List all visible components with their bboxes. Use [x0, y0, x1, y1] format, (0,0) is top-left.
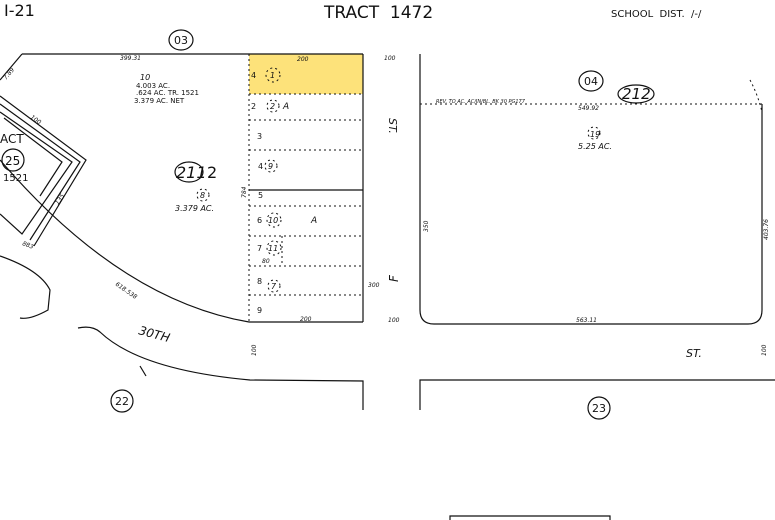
lot-number: 9 [257, 306, 262, 315]
block-211-suffix: 2 [207, 163, 217, 182]
parcel-8: 8 [200, 191, 205, 200]
svg-text:784: 784 [241, 186, 248, 198]
svg-text:100: 100 [29, 114, 43, 126]
book-03: 03 [174, 34, 188, 47]
parcel-10-area-tract: .624 AC. TR. 1521 [136, 89, 199, 97]
street-30th: 30TH [137, 323, 171, 345]
tract-label: ACT [0, 132, 24, 146]
parcel-number: 1 [270, 71, 275, 80]
svg-text:618.538: 618.538 [114, 281, 138, 301]
ne-curve [749, 79, 763, 113]
svg-text:399.31: 399.31 [120, 55, 141, 62]
ref-23: 23 [592, 402, 606, 415]
svg-text:549.92: 549.92 [578, 105, 599, 112]
dimensions: 399.31 200 200 100 100 784 618.538 7.89 … [2, 55, 770, 356]
svg-text:350: 350 [423, 220, 430, 232]
svg-text:100: 100 [761, 344, 768, 356]
lots: 4 1 2 2 A 3 4 9 5 6 10 A 7 11 80 8 7 9 [251, 71, 317, 315]
parcel-8-area: 3.379 AC. [175, 204, 214, 213]
lot-number: 5 [258, 191, 263, 200]
curved-boundary [0, 159, 250, 323]
svg-text:563.11: 563.11 [576, 317, 597, 324]
svg-text:883: 883 [21, 240, 34, 251]
school-district: SCHOOL DIST. /-/ [611, 9, 702, 20]
parcel-number: 9 [268, 162, 273, 171]
lot-number: 4 [258, 162, 263, 171]
street-st-label-2: ST. [686, 347, 702, 360]
lot-number: 7 [257, 244, 262, 253]
tract-25-number: 1521 [3, 173, 28, 184]
tract-25: 25 [5, 154, 20, 168]
parcel-19: 19 [590, 130, 600, 139]
lot-number: 8 [257, 277, 262, 286]
parcel-number: 7 [271, 282, 277, 291]
street-f: F [387, 274, 401, 282]
parcel-10-area-gross: 4.003 AC. [136, 82, 170, 90]
svg-text:200: 200 [300, 316, 312, 323]
block-212-outline [419, 54, 763, 325]
parcel-number: 2 [270, 102, 275, 111]
parcel-number: 10 [268, 216, 278, 225]
parcel-circles [1, 29, 655, 420]
block-212: 212 [622, 85, 651, 103]
street-edge [0, 255, 51, 319]
parcel-10-area-net: 3.379 AC. NET [134, 97, 185, 105]
ref-22: 22 [115, 395, 129, 408]
parcel-suffix: A [282, 102, 289, 112]
lot-number: 3 [257, 132, 262, 141]
street-tick [139, 365, 147, 377]
tract-1521-boundary [0, 95, 87, 247]
svg-text:300: 300 [368, 282, 380, 289]
block-23-outline [419, 379, 775, 410]
lot-number: 6 [257, 216, 262, 225]
svg-text:403.76: 403.76 [763, 219, 770, 240]
parcel-10: 10 [140, 73, 150, 82]
map-title: TRACT 1472 [323, 3, 433, 23]
parcel-19-area: 5.25 AC. [578, 142, 612, 151]
svg-text:100: 100 [388, 317, 400, 324]
parcel-number: 11 [268, 244, 278, 253]
30th-street-south-edge [77, 326, 364, 410]
lot-number: 4 [251, 71, 256, 80]
lot-lines [249, 93, 363, 296]
lot-number: 2 [251, 102, 256, 111]
bottom-outline [449, 515, 611, 520]
block-211: 211 [176, 163, 207, 182]
street-st-label: ST. [386, 118, 399, 134]
book-04: 04 [584, 75, 598, 88]
svg-text:100: 100 [384, 55, 396, 62]
svg-text:200: 200 [297, 56, 309, 63]
revision-note: REV. TO AC. AC/IN/BL. BK 30 PG177 [436, 99, 526, 105]
svg-text:100: 100 [251, 344, 258, 356]
lot-dimension: 80 [262, 258, 270, 265]
highlighted-parcel[interactable] [249, 54, 363, 94]
svg-text:7.89: 7.89 [2, 66, 16, 81]
page-ref: I-21 [4, 1, 35, 20]
parcel-suffix: A [310, 216, 317, 226]
nw-boundary [0, 53, 23, 81]
